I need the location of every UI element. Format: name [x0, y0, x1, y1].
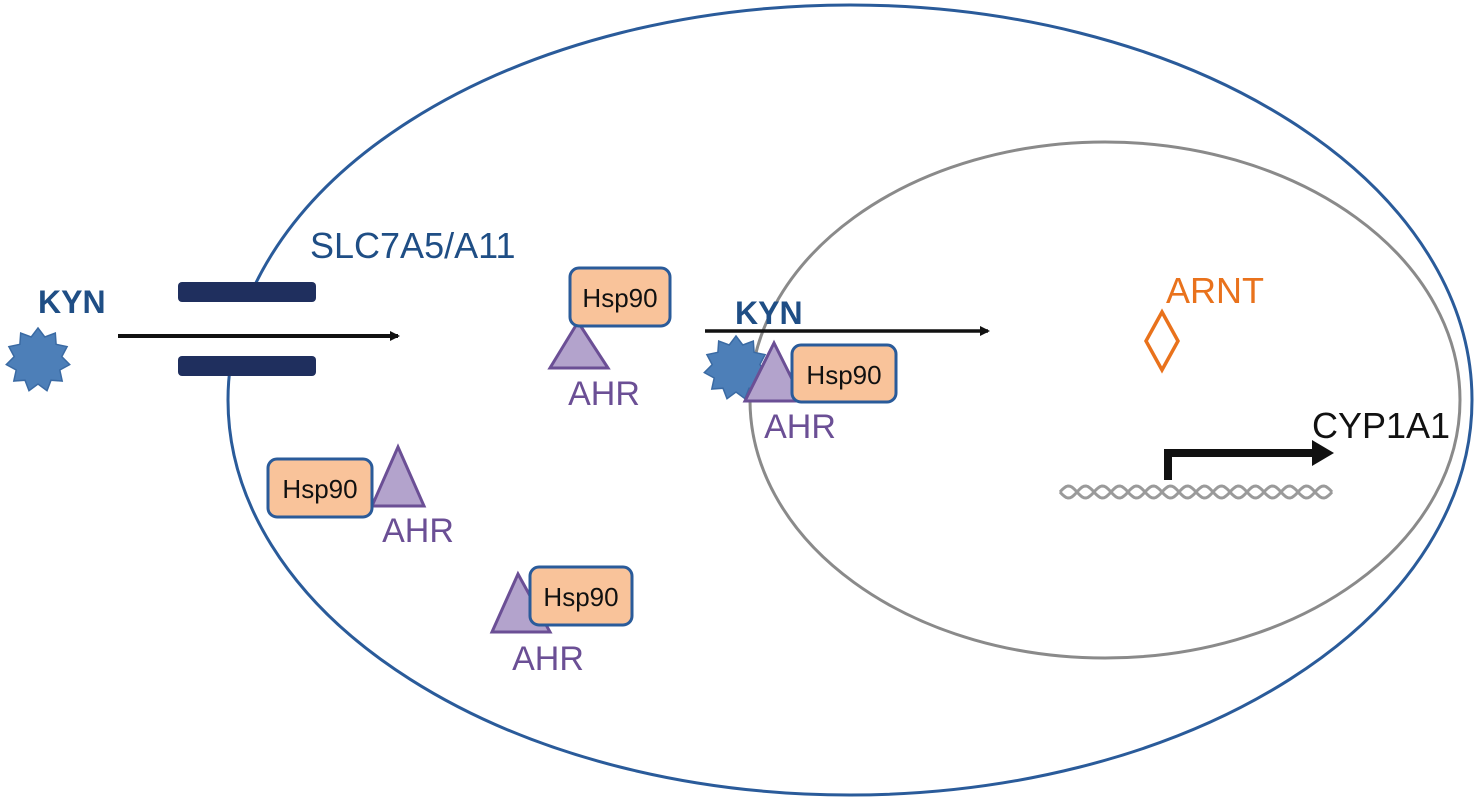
ahr-label: AHR: [764, 408, 836, 446]
ahr-label: AHR: [512, 640, 584, 678]
arnt-label: ARNT: [1166, 270, 1264, 311]
ahr-triangle: [547, 319, 611, 370]
kyn-bound-molecule: [703, 334, 769, 400]
hsp90-box: [528, 565, 634, 627]
ahr-hsp90-complex-3: Hsp90 AHR: [489, 565, 634, 678]
ahr-hsp90-complex-1: Hsp90 AHR: [547, 266, 672, 413]
transcription-start-arrow: [1164, 449, 1318, 480]
hsp90-box: [266, 457, 374, 519]
kyn-outside-molecule: [5, 326, 71, 392]
transporter-label: SLC7A5/A11: [310, 225, 515, 266]
ahr-label: AHR: [568, 375, 640, 413]
hsp90-box: [568, 266, 672, 328]
transcription-arrowhead: [1312, 440, 1334, 466]
hsp90-label: Hsp90: [806, 360, 881, 390]
gene-label: CYP1A1: [1312, 405, 1450, 446]
transporter-bar-bottom: [178, 356, 316, 376]
dna-strand: [1058, 484, 1334, 500]
kyn-outside-label: KYN: [38, 284, 106, 320]
hsp90-label: Hsp90: [582, 283, 657, 313]
transporter-bar-top: [178, 282, 316, 302]
arnt-diamond: [1144, 308, 1180, 374]
ahr-label: AHR: [382, 512, 454, 550]
hsp90-label: Hsp90: [543, 582, 618, 612]
ahr-triangle: [369, 443, 427, 508]
kyn-inside-label: KYN: [735, 295, 803, 331]
cell-membrane: [226, 3, 1474, 797]
ahr-hsp90-complex-2: Hsp90 AHR: [266, 443, 454, 550]
hsp90-label: Hsp90: [282, 474, 357, 504]
ahr-triangle: [742, 339, 806, 403]
kyn-ahr-hsp90-complex: Hsp90 AHR: [703, 334, 898, 446]
hsp90-box: [790, 343, 898, 404]
